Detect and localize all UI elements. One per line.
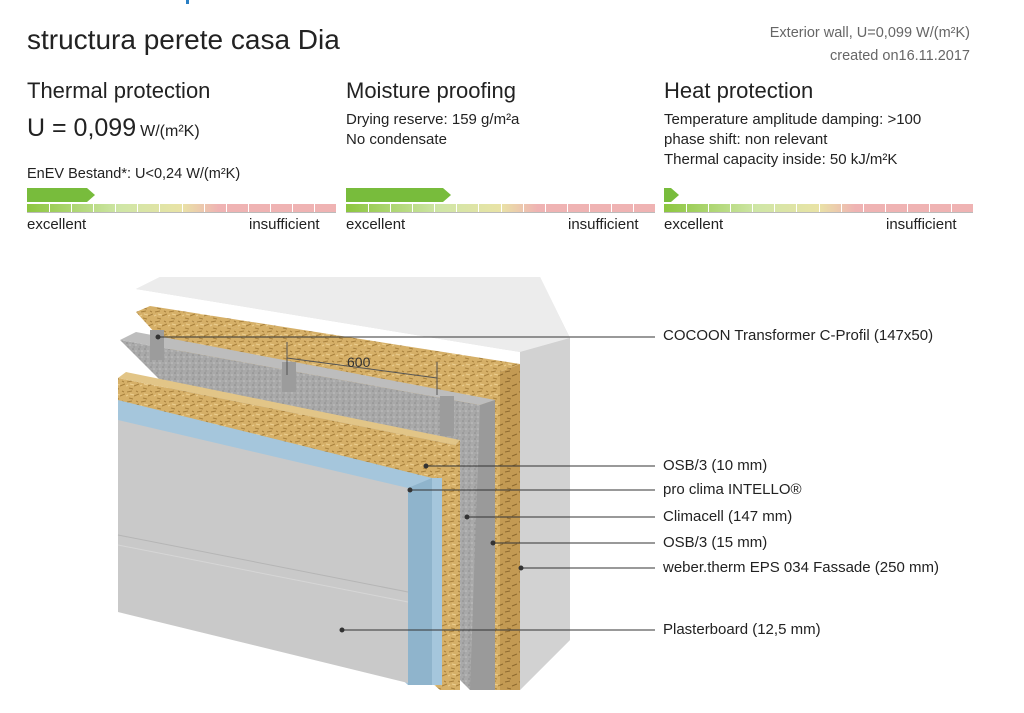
scale-tick bbox=[885, 204, 886, 212]
moisture-scale-track bbox=[346, 204, 655, 213]
thermal-scale-excellent: excellent bbox=[27, 216, 87, 233]
drying-reserve: Drying reserve: 159 g/m²a bbox=[346, 111, 520, 128]
amplitude-damping: Temperature amplitude damping: >100 bbox=[664, 111, 922, 128]
thermal-rating-scale bbox=[27, 186, 336, 218]
scale-tick bbox=[708, 204, 709, 212]
scale-tick bbox=[182, 204, 183, 212]
scale-tick bbox=[412, 204, 413, 212]
moisture-title: Moisture proofing bbox=[346, 78, 516, 103]
callout-osb-10mm: OSB/3 (10 mm) bbox=[663, 457, 768, 474]
thermal-title: Thermal protection bbox=[27, 78, 211, 103]
heat-rating-pointer bbox=[664, 188, 679, 202]
moisture-scale-excellent: excellent bbox=[346, 216, 406, 233]
heat-title: Heat protection bbox=[664, 78, 814, 103]
u-value-unit: W/(m²K) bbox=[140, 123, 200, 140]
callout-c-profile: COCOON Transformer C-Profil (147x50) bbox=[663, 327, 934, 344]
created-date: created on16.11.2017 bbox=[829, 48, 970, 64]
moisture-rating-pointer bbox=[346, 188, 451, 202]
heat-details: Temperature amplitude damping: >100 phas… bbox=[664, 110, 974, 170]
stud-1 bbox=[150, 330, 164, 360]
header-meta: Exterior wall, U=0,099 W/(m²K) created o… bbox=[770, 22, 970, 68]
thermal-rating-pointer bbox=[27, 188, 95, 202]
callout-osb-15mm: OSB/3 (15 mm) bbox=[663, 534, 768, 551]
scale-tick bbox=[248, 204, 249, 212]
scale-tick bbox=[907, 204, 908, 212]
plasterboard-layer bbox=[117, 420, 409, 683]
scale-tick bbox=[841, 204, 842, 212]
phase-shift: phase shift: non relevant bbox=[664, 131, 828, 148]
callout-climacell: Climacell (147 mm) bbox=[663, 508, 793, 525]
scale-tick bbox=[730, 204, 731, 212]
eps-facade-layer bbox=[136, 277, 570, 690]
scale-tick bbox=[159, 204, 160, 212]
scale-tick bbox=[49, 204, 50, 212]
scale-tick bbox=[686, 204, 687, 212]
thermal-capacity: Thermal capacity inside: 50 kJ/m²K bbox=[664, 151, 898, 168]
thermal-scale-track bbox=[27, 204, 336, 213]
scale-tick bbox=[523, 204, 524, 212]
scale-tick bbox=[567, 204, 568, 212]
scale-tick bbox=[137, 204, 138, 212]
top-strip bbox=[0, 0, 1024, 4]
scale-tick bbox=[456, 204, 457, 212]
scale-tick bbox=[633, 204, 634, 212]
scale-tick bbox=[368, 204, 369, 212]
scale-tick bbox=[478, 204, 479, 212]
scale-tick bbox=[611, 204, 612, 212]
scale-tick bbox=[929, 204, 930, 212]
scale-tick bbox=[292, 204, 293, 212]
scale-tick bbox=[774, 204, 775, 212]
dimension-label: 600 bbox=[347, 354, 371, 370]
scale-tick bbox=[270, 204, 271, 212]
scale-tick bbox=[226, 204, 227, 212]
callout-plasterboard: Plasterboard (12,5 mm) bbox=[663, 621, 821, 638]
thermal-scale-insufficient: insufficient bbox=[249, 216, 320, 233]
stud-3 bbox=[440, 396, 454, 436]
scale-tick bbox=[314, 204, 315, 212]
wall-description: Exterior wall, U=0,099 W/(m²K) bbox=[769, 25, 970, 41]
heat-scale-insufficient: insufficient bbox=[886, 216, 957, 233]
scale-tick bbox=[589, 204, 590, 212]
callout-leaders bbox=[155, 334, 655, 633]
scale-tick bbox=[501, 204, 502, 212]
heat-section: Heat protection Temperature amplitude da… bbox=[664, 78, 974, 170]
page-title: structura perete casa Dia bbox=[27, 24, 340, 55]
scale-tick bbox=[71, 204, 72, 212]
heat-scale-track bbox=[664, 204, 973, 213]
scale-tick bbox=[390, 204, 391, 212]
heat-scale-excellent: excellent bbox=[664, 216, 724, 233]
scale-tick bbox=[93, 204, 94, 212]
scale-tick bbox=[819, 204, 820, 212]
stud-spacing-dimension: 600 bbox=[286, 342, 438, 395]
u-value-number: U = 0,099 bbox=[27, 114, 137, 142]
scale-tick bbox=[951, 204, 952, 212]
moisture-rating-scale bbox=[346, 186, 655, 218]
stud-2 bbox=[282, 362, 296, 392]
moisture-details: Drying reserve: 159 g/m²a No condensate bbox=[346, 110, 656, 150]
moisture-section: Moisture proofing Drying reserve: 159 g/… bbox=[346, 78, 656, 150]
top-link-fragment bbox=[186, 0, 189, 4]
scale-tick bbox=[752, 204, 753, 212]
callout-eps-facade: weber.therm EPS 034 Fassade (250 mm) bbox=[663, 559, 939, 576]
scale-tick bbox=[115, 204, 116, 212]
scale-tick bbox=[863, 204, 864, 212]
scale-tick bbox=[545, 204, 546, 212]
callout-intello: pro clima INTELLO® bbox=[663, 481, 802, 498]
condensate-status: No condensate bbox=[346, 131, 447, 148]
enev-requirement: EnEV Bestand*: U<0,24 W/(m²K) bbox=[27, 166, 241, 182]
scale-tick bbox=[204, 204, 205, 212]
heat-rating-scale bbox=[664, 186, 973, 218]
moisture-scale-insufficient: insufficient bbox=[568, 216, 639, 233]
scale-tick bbox=[796, 204, 797, 212]
scale-tick bbox=[434, 204, 435, 212]
